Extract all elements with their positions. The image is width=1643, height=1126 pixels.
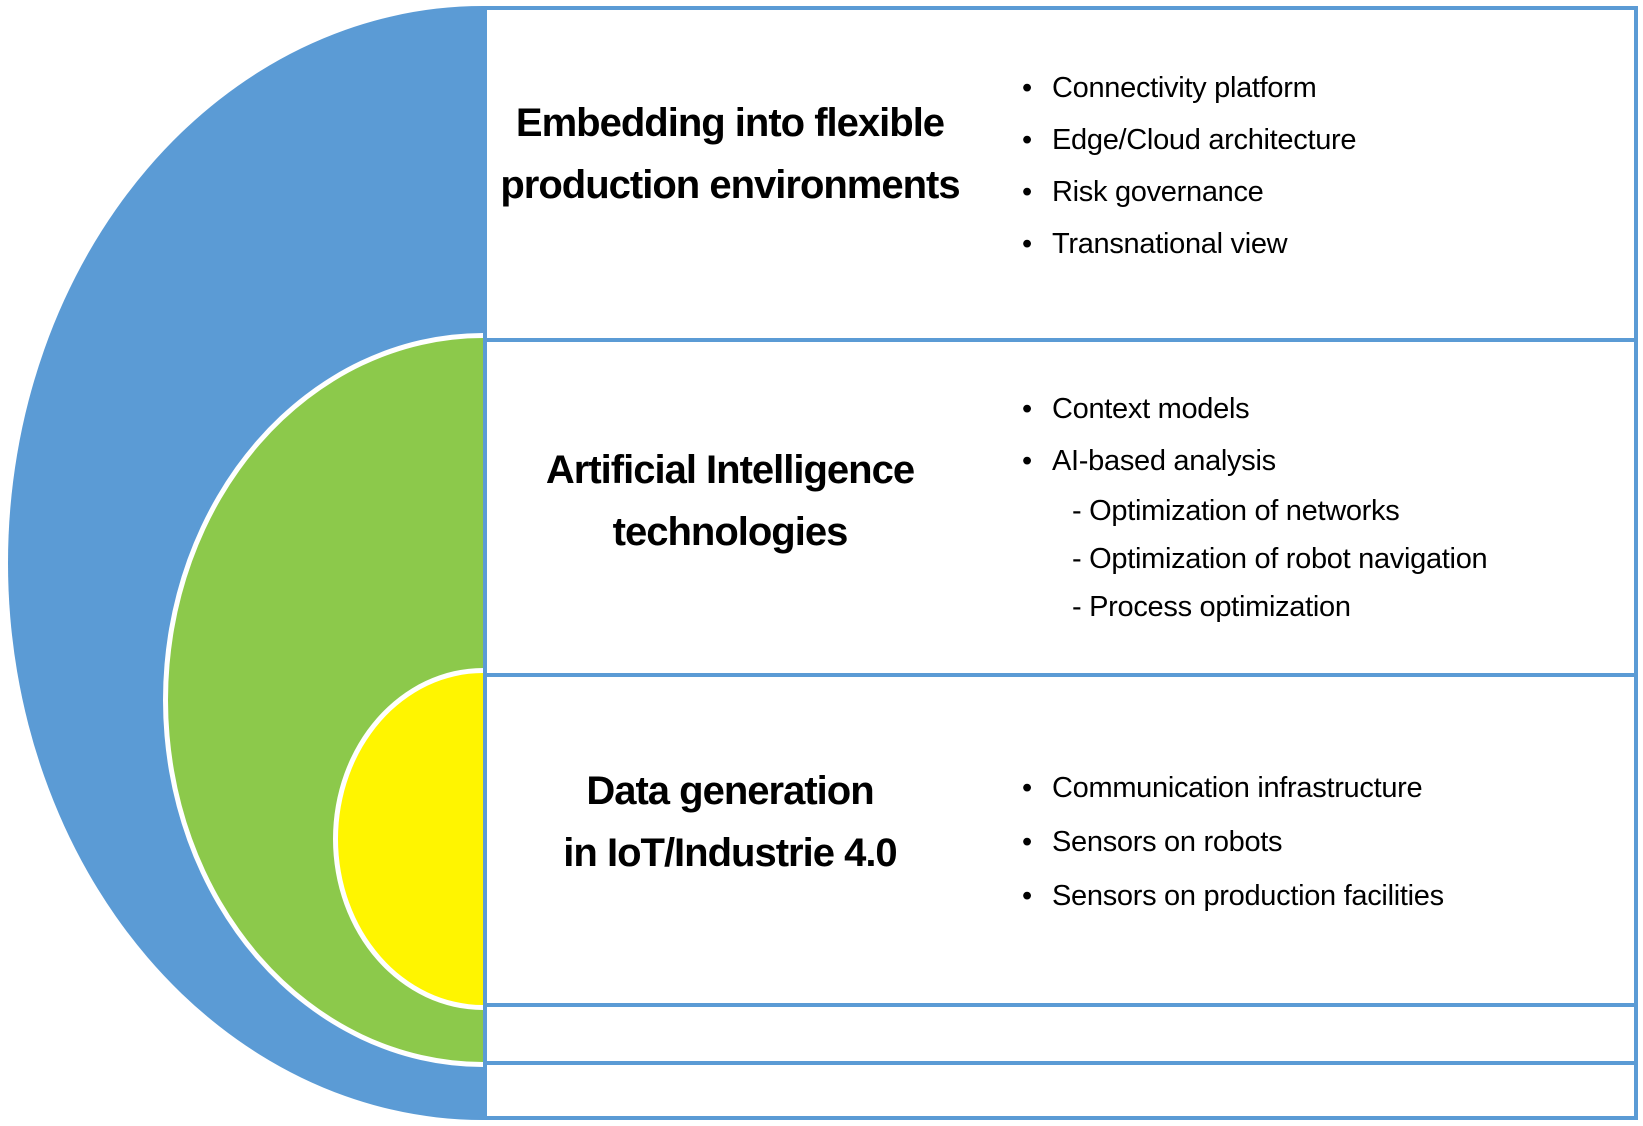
band-border-left [483, 6, 487, 1120]
band1-title-line2: production environments [500, 163, 960, 207]
band3-title-line2: in IoT/Industrie 4.0 [563, 831, 897, 875]
bullet-item: • Connectivity platform [1022, 62, 1356, 114]
bullet-text: Context models [1052, 392, 1250, 425]
bullet-text: AI-based analysis [1052, 444, 1276, 477]
bands-background-panel [483, 6, 1638, 1120]
bullet-item: • Context models [1022, 383, 1487, 435]
band3-bullet-list: • Communication infrastructure • Sensors… [1022, 761, 1444, 923]
bullet-item: • Edge/Cloud architecture [1022, 114, 1357, 166]
band2-bullet-list: • Context models • AI-based analysis - O… [1022, 383, 1488, 631]
bullet-dot-icon: • [1022, 175, 1032, 208]
bullet-item: • Sensors on robots [1022, 815, 1444, 869]
bullet-item: • Communication infrastructure [1022, 761, 1444, 815]
band-border-2-3 [483, 673, 1638, 677]
bullet-text: Connectivity platform [1052, 71, 1317, 104]
band1-title: Embedding into flexible production envir… [483, 92, 977, 216]
bullet-text: Transnational view [1052, 227, 1288, 260]
bullet-dot-icon: • [1022, 825, 1032, 858]
bullet-text: Sensors on robots [1052, 825, 1283, 858]
bullet-dot-icon: • [1022, 392, 1032, 425]
bullet-dot-icon: • [1022, 227, 1032, 260]
bullet-dot-icon: • [1022, 444, 1032, 477]
band2-title: Artificial Intelligence technologies [483, 439, 977, 563]
bullet-item: • Risk governance [1022, 166, 1356, 218]
band-border-right [1634, 6, 1638, 1120]
band3-title: Data generation in IoT/Industrie 4.0 [483, 760, 977, 884]
band1-bullet-list: • Connectivity platform • Edge/Cloud arc… [1022, 62, 1357, 270]
bullet-dot-icon: • [1022, 879, 1032, 912]
bullet-text: Sensors on production facilities [1052, 879, 1444, 912]
sub-bullet-item: - Process optimization [1022, 583, 1487, 631]
bullet-dot-icon: • [1022, 771, 1032, 804]
bullet-text: Edge/Cloud architecture [1052, 123, 1357, 156]
bullet-item: • Sensors on production facilities [1022, 869, 1444, 923]
bullet-dot-icon: • [1022, 123, 1032, 156]
band2-title-line2: technologies [612, 510, 849, 554]
sub-bullet-text: - Optimization of networks [1072, 494, 1400, 527]
bullet-text: Risk governance [1052, 175, 1264, 208]
band-border-3-4 [483, 1003, 1638, 1007]
band-border-bottom [483, 1116, 1638, 1120]
sub-bullet-item: - Optimization of robot navigation [1022, 535, 1488, 583]
sub-bullet-text: - Optimization of robot navigation [1072, 542, 1488, 575]
band5-empty-row [483, 1065, 1638, 1116]
band-border-1-2 [483, 338, 1638, 342]
band1-title-line1: Embedding into flexible [515, 101, 945, 145]
band-border-top [483, 6, 1638, 10]
bullet-item: • AI-based analysis [1022, 435, 1487, 487]
band4-empty-row [483, 1007, 1638, 1061]
band2-title-line1: Artificial Intelligence [545, 448, 915, 492]
sub-bullet-text: - Process optimization [1072, 590, 1351, 623]
band3-title-line1: Data generation [586, 769, 874, 813]
band-border-4-5 [483, 1061, 1638, 1065]
bullet-dot-icon: • [1022, 71, 1032, 104]
sub-bullet-item: - Optimization of networks [1022, 487, 1487, 535]
bullet-text: Communication infrastructure [1052, 771, 1423, 804]
bullet-item: • Transnational view [1022, 218, 1356, 270]
